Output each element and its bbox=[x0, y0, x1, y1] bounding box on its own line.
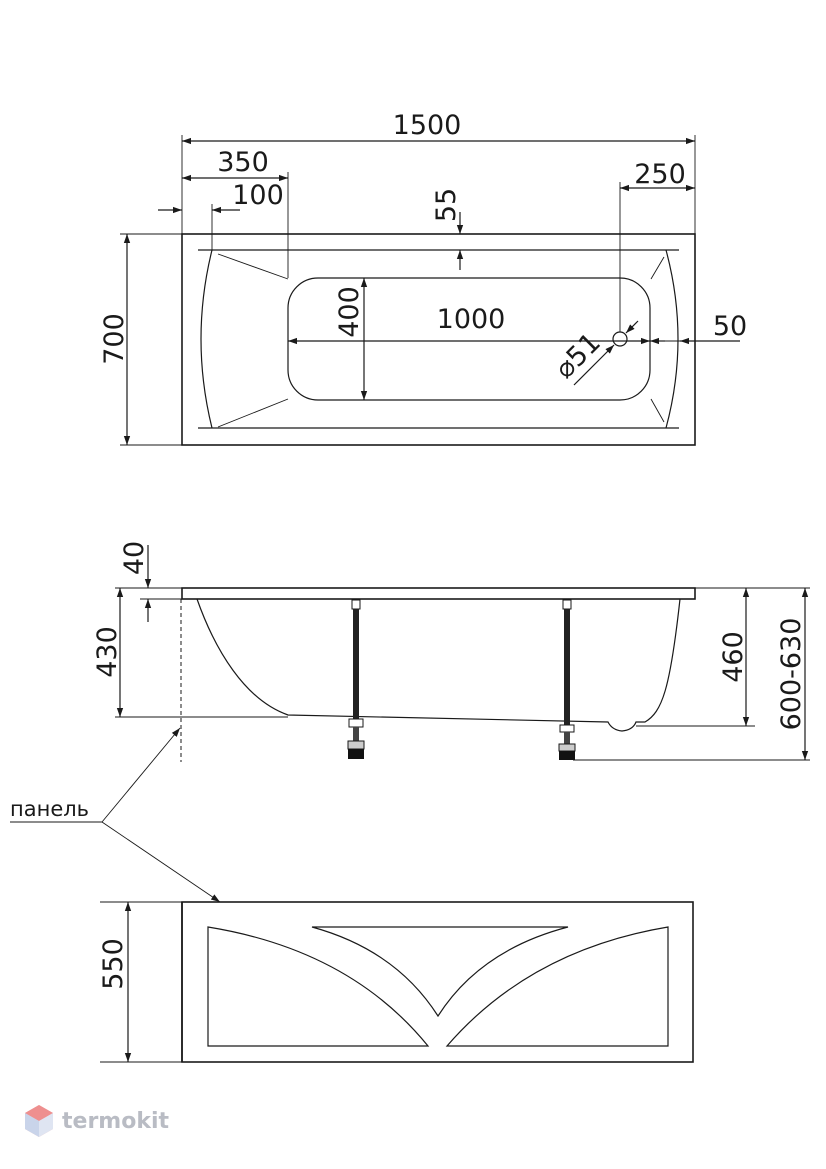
left-end-curve bbox=[200, 249, 213, 429]
corner-line-tr bbox=[650, 256, 665, 280]
tub-outline-top bbox=[181, 233, 696, 446]
panel-leader-up bbox=[101, 727, 181, 823]
dim-left-offset: 350 bbox=[217, 147, 269, 178]
leg-right bbox=[558, 599, 576, 760]
panel-label: панель bbox=[10, 797, 89, 821]
rim-profile bbox=[181, 587, 696, 600]
dim-side-gap: 50 bbox=[713, 311, 747, 342]
corner-line-br bbox=[650, 398, 665, 423]
dim-line-51-a bbox=[573, 344, 615, 386]
watermark-brand: termokit bbox=[62, 1108, 170, 1134]
dim-bowl-depth: 430 bbox=[92, 626, 123, 678]
tub-body-profile bbox=[196, 598, 681, 732]
panel-outline bbox=[181, 901, 694, 1063]
leg-left bbox=[347, 599, 365, 759]
dim-rim-width: 55 bbox=[431, 188, 462, 222]
dim-drain-offset: 250 bbox=[634, 159, 686, 190]
dim-panel-height: 550 bbox=[98, 938, 129, 990]
panel-cutout-center bbox=[311, 926, 569, 1018]
hexagon-logo-icon bbox=[25, 1105, 53, 1137]
side-view: 40 430 460 600-630 bbox=[92, 541, 810, 762]
dim-overall-length: 1500 bbox=[393, 110, 462, 141]
panel-view: 550 bbox=[98, 901, 694, 1063]
top-view: 1500 350 100 250 55 700 400 1000 50 ⌀51 bbox=[99, 110, 747, 446]
panel-leader-down bbox=[101, 821, 221, 903]
drain-circle bbox=[612, 331, 628, 347]
watermark: termokit bbox=[24, 1104, 169, 1138]
dim-drain-diameter: ⌀51 bbox=[549, 327, 607, 385]
dim-rim-height: 40 bbox=[119, 541, 150, 575]
dim-inner-depth: 460 bbox=[718, 631, 749, 683]
dim-rim-offset: 100 bbox=[232, 180, 284, 211]
dim-bowl-length: 1000 bbox=[437, 304, 506, 335]
right-end-curve bbox=[665, 249, 679, 429]
dim-line-51-b bbox=[625, 320, 639, 334]
dim-overall-width: 700 bbox=[99, 313, 130, 365]
panel-callout: панель bbox=[10, 727, 221, 903]
corner-line-tl bbox=[217, 253, 289, 280]
dim-bowl-width: 400 bbox=[334, 286, 365, 338]
panel-cutout-right bbox=[445, 926, 669, 1047]
panel-cutout-left bbox=[207, 926, 430, 1047]
dim-total-height: 600-630 bbox=[776, 618, 807, 731]
corner-line-bl bbox=[217, 398, 289, 428]
